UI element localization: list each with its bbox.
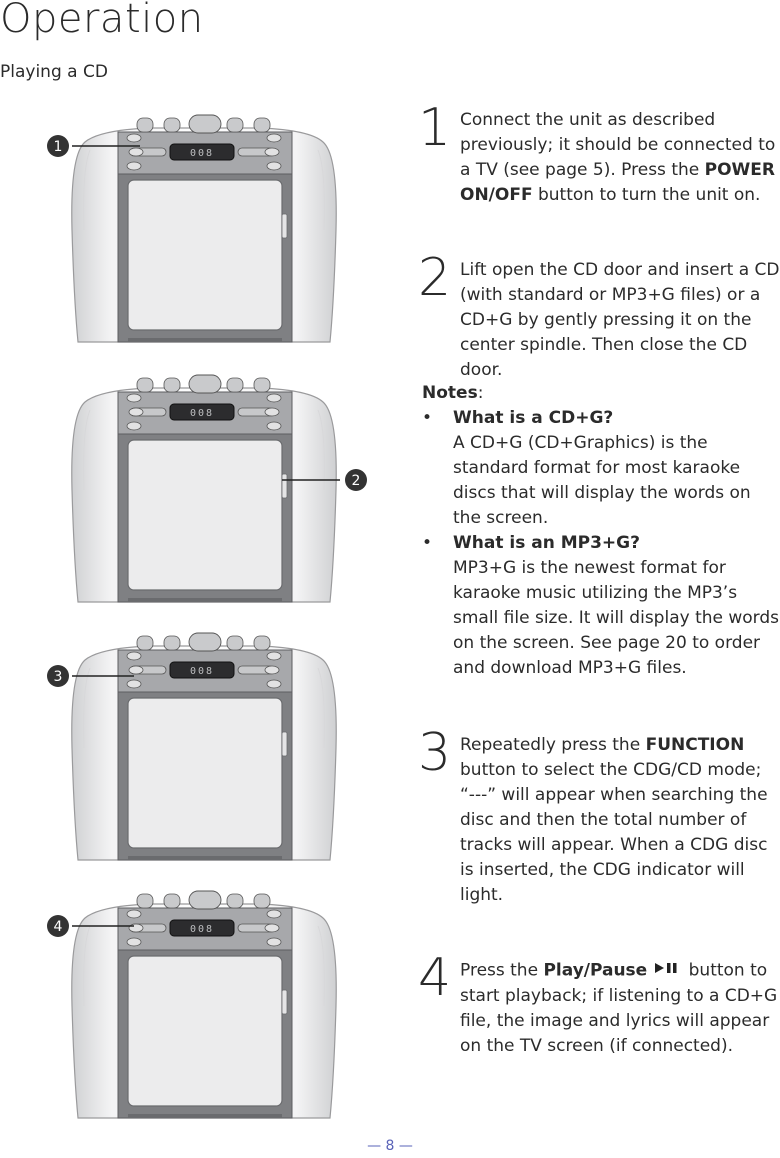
section-subtitle: Playing a CD	[0, 62, 108, 82]
page-title: Operation	[0, 0, 204, 42]
step-1: 1 Connect the unit as described previous…	[418, 102, 780, 208]
bullet: •	[422, 533, 433, 553]
button	[128, 147, 144, 157]
knob	[226, 635, 244, 651]
callout-number: 4	[54, 919, 63, 935]
knob	[136, 893, 154, 909]
notes-list: • What is a CD+G? A CD+G (CD+Graphics) i…	[422, 406, 780, 681]
play-pause-icon	[653, 958, 679, 983]
button	[266, 133, 282, 143]
karaoke-unit-illustration-3: 008 3	[30, 628, 390, 868]
note-item: • What is a CD+G? A CD+G (CD+Graphics) i…	[422, 406, 780, 531]
button	[266, 421, 282, 431]
knob	[163, 893, 181, 909]
button	[266, 651, 282, 661]
button	[128, 665, 144, 675]
display-readout: 008	[190, 924, 214, 935]
note-item: • What is an MP3+G? MP3+G is the newest …	[422, 531, 780, 681]
step-text-segment: Connect the unit as described previously…	[460, 110, 776, 180]
callout-badge	[47, 135, 69, 157]
note-answer: A CD+G (CD+Graphics) is the standard for…	[453, 433, 751, 528]
knob	[163, 635, 181, 651]
button	[126, 679, 142, 689]
step-text: Connect the unit as described previously…	[460, 108, 780, 208]
button	[264, 147, 280, 157]
knob	[253, 377, 271, 393]
button	[266, 393, 282, 403]
volume-knob	[188, 114, 222, 134]
callout-number: 2	[352, 473, 361, 489]
step-number: 3	[418, 723, 452, 783]
button	[126, 421, 142, 431]
step-text-segment: button to select the CDG/CD mode; “---” …	[460, 760, 768, 905]
knob	[253, 893, 271, 909]
button-name: FUNCTION	[645, 735, 745, 755]
step-text-segment: Lift open the CD door and insert a CD (w…	[460, 260, 780, 380]
step-text: Press the Play/Pause button to start pla…	[460, 958, 780, 1059]
callout-badge	[345, 469, 367, 491]
page-number: — 8 —	[367, 1138, 413, 1154]
knob	[226, 377, 244, 393]
knob	[163, 377, 181, 393]
button-name: Play/Pause	[543, 960, 648, 981]
bullet: •	[422, 408, 433, 428]
callout-number: 3	[54, 669, 63, 685]
step-3: 3 Repeatedly press the FUNCTION button t…	[418, 727, 780, 908]
button	[266, 909, 282, 919]
step-number: 2	[418, 248, 452, 308]
karaoke-unit-illustration-1: 008 1	[30, 110, 390, 350]
notes-section: Notes: • What is a CD+G? A CD+G (CD+Grap…	[422, 381, 780, 681]
knob	[136, 635, 154, 651]
volume-knob	[188, 632, 222, 652]
note-answer: MP3+G is the newest format for karaoke m…	[453, 558, 780, 678]
display-readout: 008	[190, 148, 214, 159]
callout-badge	[47, 665, 69, 687]
button	[264, 407, 280, 417]
notes-heading: Notes	[422, 383, 478, 403]
step-text-segment: button to turn the unit on.	[532, 185, 761, 205]
step-4: 4 Press the Play/Pause button to start p…	[418, 952, 780, 1059]
knob	[163, 117, 181, 133]
volume-knob	[188, 890, 222, 910]
step-text-segment: button to start playback; if listening t…	[460, 960, 778, 1056]
button	[126, 937, 142, 947]
display-readout: 008	[190, 666, 214, 677]
button	[126, 161, 142, 171]
knob	[226, 893, 244, 909]
button	[126, 909, 142, 919]
knob	[136, 117, 154, 133]
step-2: 2 Lift open the CD door and insert a CD …	[418, 252, 780, 383]
button	[264, 923, 280, 933]
step-number: 4	[418, 948, 452, 1008]
knob	[253, 117, 271, 133]
step-text-segment: Repeatedly press the	[460, 735, 646, 755]
button	[128, 407, 144, 417]
step-text-segment: Press the	[460, 960, 544, 981]
notes-colon: :	[477, 383, 484, 403]
karaoke-unit-illustration-4: 008 4	[30, 886, 390, 1126]
button	[266, 679, 282, 689]
button-name: POWER ON/OFF	[460, 160, 775, 205]
display-readout: 008	[190, 408, 214, 419]
step-text: Repeatedly press the FUNCTION button to …	[460, 733, 780, 908]
knob	[253, 635, 271, 651]
button	[126, 393, 142, 403]
callout-badge	[47, 915, 69, 937]
volume-knob	[188, 374, 222, 394]
button	[126, 651, 142, 661]
button	[266, 161, 282, 171]
knob	[226, 117, 244, 133]
button	[264, 665, 280, 675]
button	[126, 133, 142, 143]
callout-number: 1	[54, 139, 63, 155]
note-question: What is a CD+G?	[453, 408, 614, 428]
button	[266, 937, 282, 947]
step-number: 1	[418, 98, 452, 158]
step-text: Lift open the CD door and insert a CD (w…	[460, 258, 780, 383]
note-question: What is an MP3+G?	[453, 533, 640, 553]
karaoke-unit-illustration-2: 008 2	[30, 370, 390, 610]
knob	[136, 377, 154, 393]
